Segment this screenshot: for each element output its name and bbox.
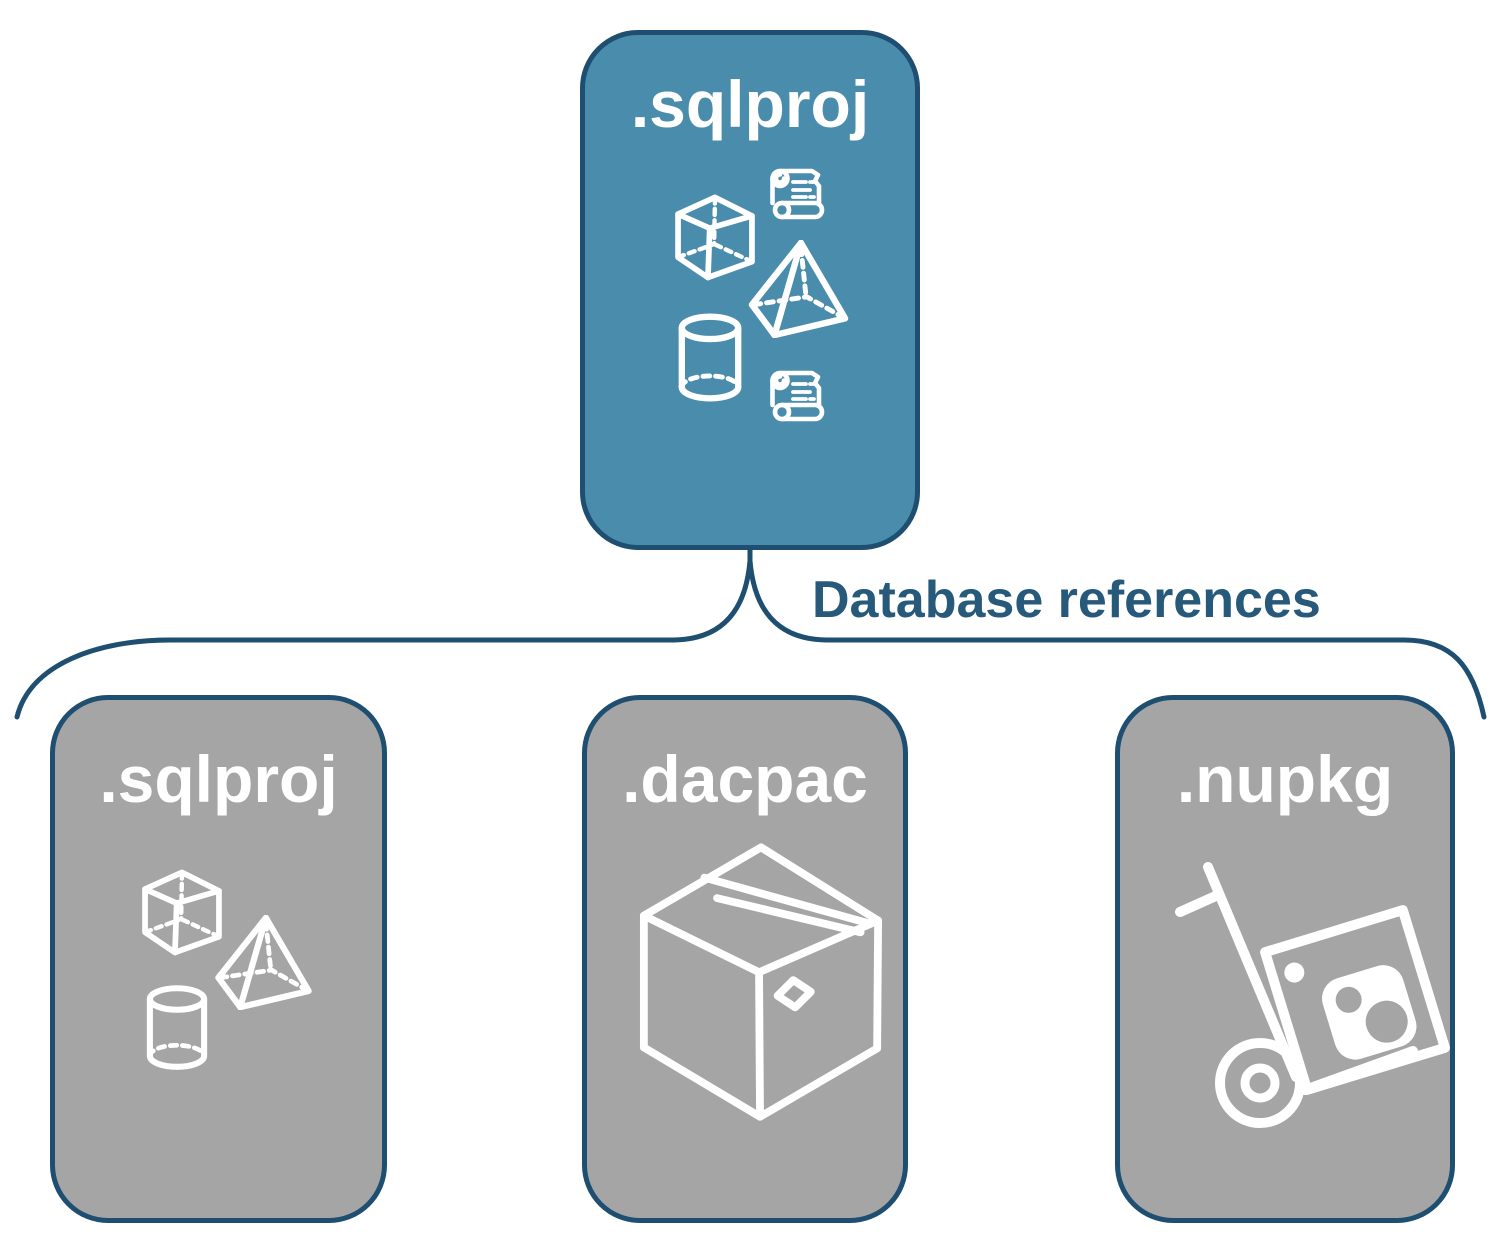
cylinder-icon: [678, 313, 742, 402]
nuget-logo-hole-small: [1335, 986, 1362, 1013]
node-root-title: .sqlproj: [630, 67, 870, 141]
node-child-sqlproj: .sqlproj: [50, 695, 387, 1223]
package-box-icon: [639, 843, 883, 1121]
cube-icon: [675, 194, 755, 281]
connector-label: Database references: [812, 571, 1321, 629]
node-child-dacpac-title: .dacpac: [622, 742, 868, 816]
scroll-icon: [770, 168, 825, 220]
handtruck-wheel-outer: [1215, 1038, 1305, 1128]
handtruck-handle: [1203, 862, 1301, 1082]
nuget-handtruck-icon: [1175, 862, 1450, 1128]
pyramid-icon: [215, 915, 312, 1010]
package-outline: [1260, 905, 1450, 1095]
brace-left-wing: [14, 558, 753, 720]
scroll-icon: [770, 370, 825, 422]
node-child-sqlproj-title: .sqlproj: [99, 742, 338, 816]
node-child-dacpac: .dacpac: [582, 695, 908, 1223]
cylinder-icon: [146, 985, 208, 1070]
node-child-nupkg: .nupkg: [1115, 695, 1455, 1223]
pyramid-icon: [748, 240, 849, 338]
node-child-nupkg-title: .nupkg: [1176, 742, 1394, 816]
cube-icon: [142, 869, 222, 956]
node-root-sqlproj: .sqlproj: [580, 30, 920, 550]
handtruck-wheel-inner: [1240, 1063, 1280, 1103]
nuget-logo-hole-large: [1365, 1000, 1408, 1043]
handtruck-crossbar: [1175, 890, 1223, 917]
nuget-logo-dot: [1284, 962, 1305, 983]
